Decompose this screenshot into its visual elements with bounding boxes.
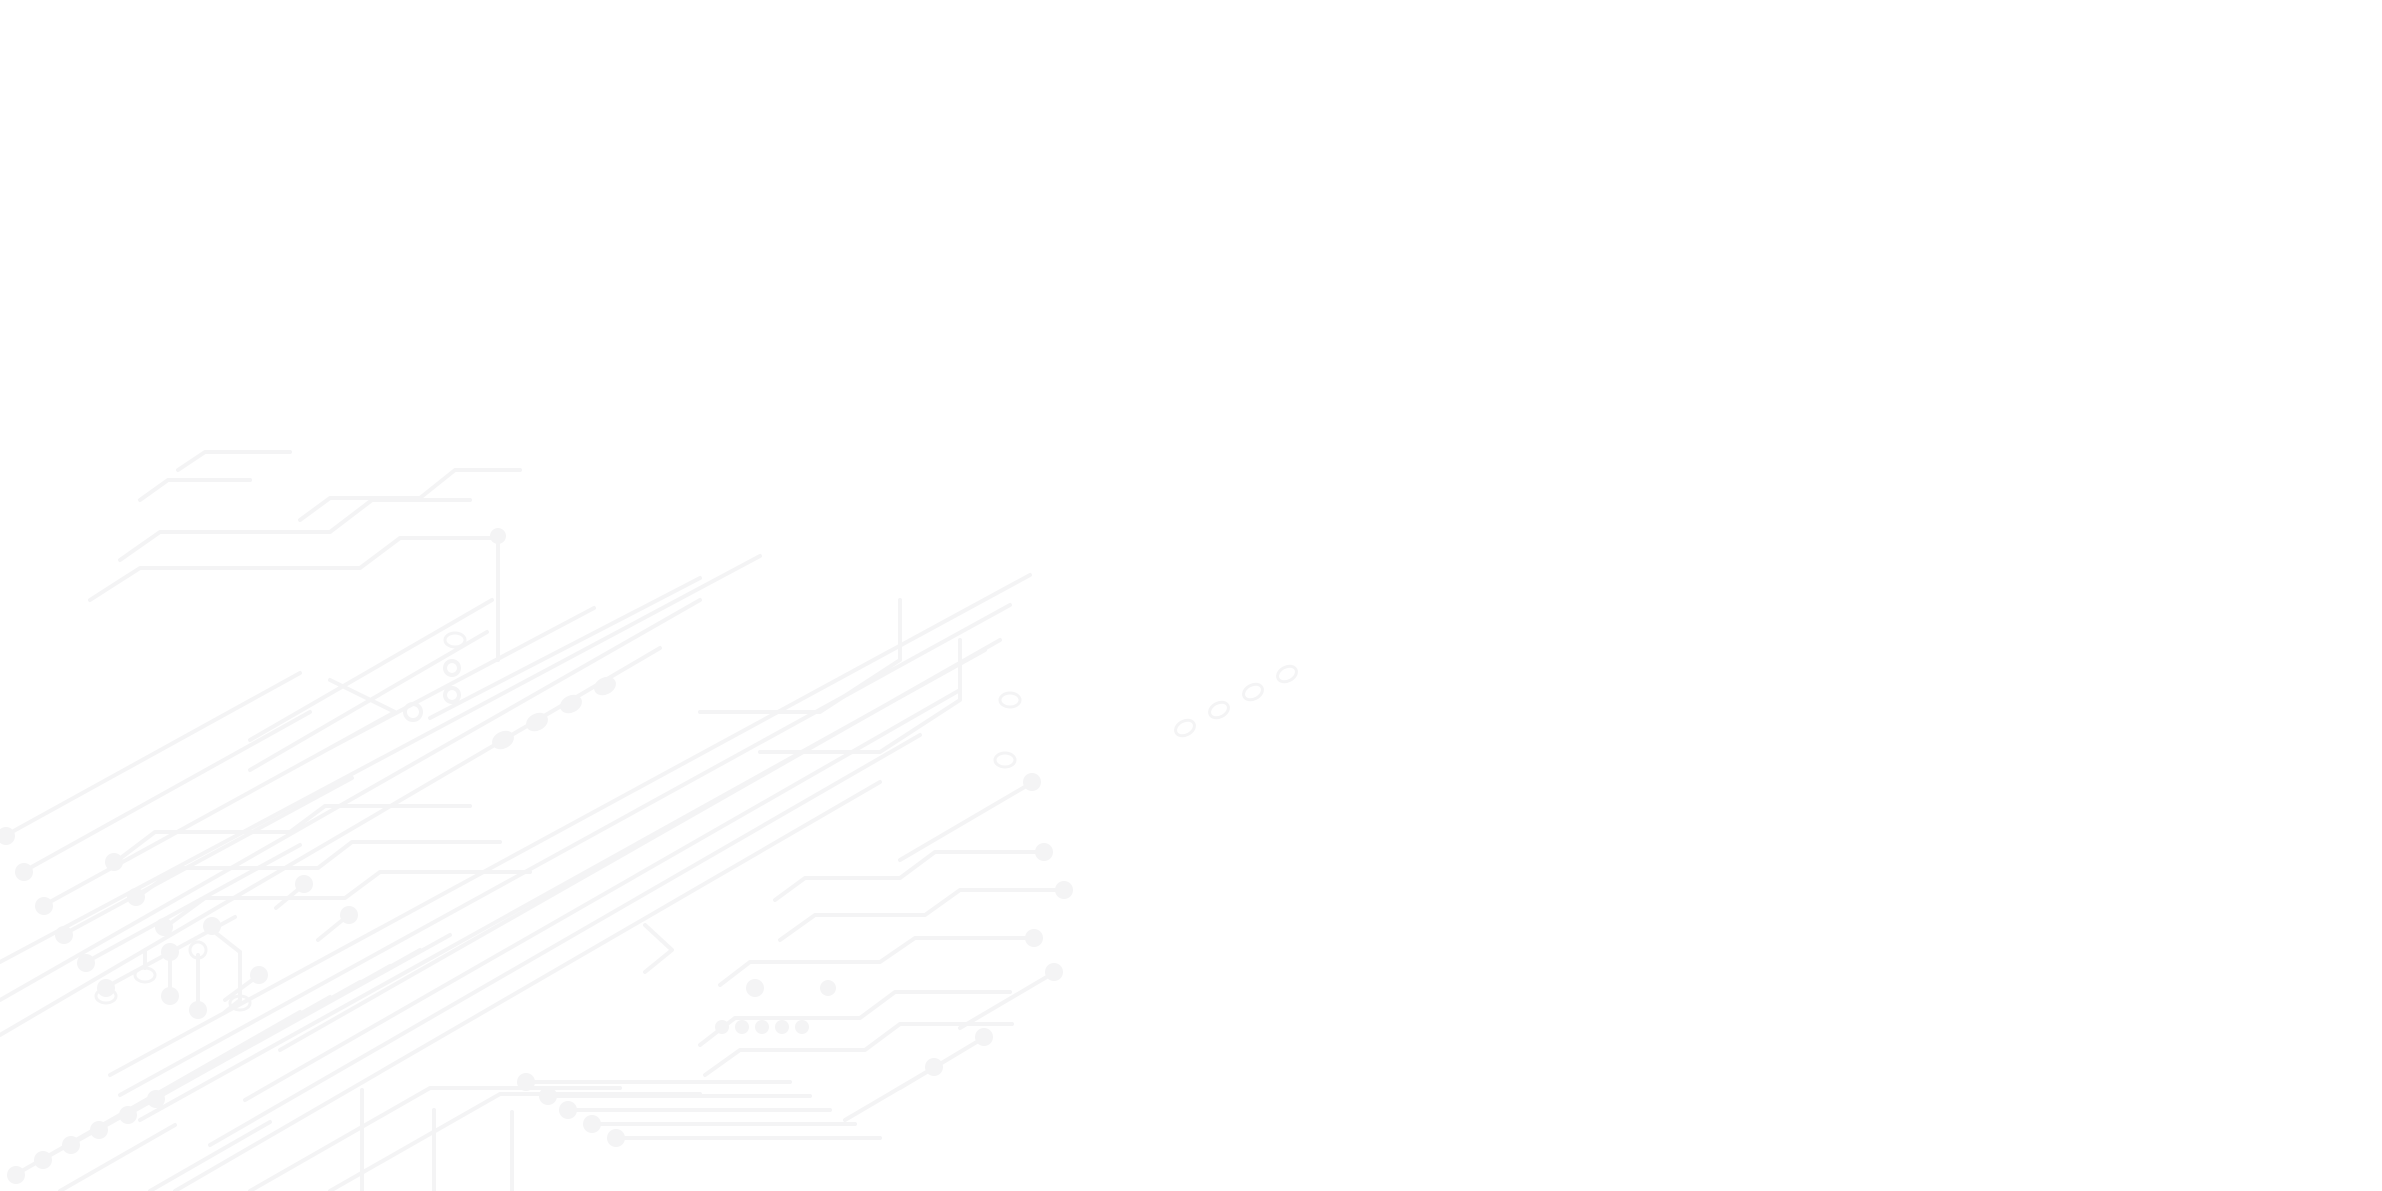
page-root [0,0,2382,1191]
content-area [0,0,2382,1191]
